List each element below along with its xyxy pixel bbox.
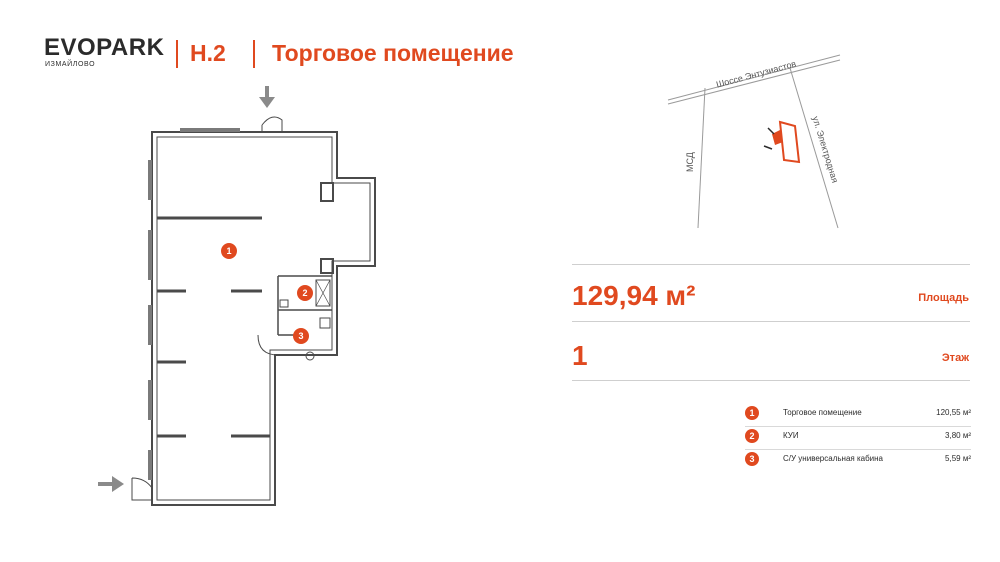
room-number-badge: 3 [745, 452, 759, 466]
entrance-arrow-icon [259, 86, 275, 108]
page-title: Торговое помещение [272, 40, 514, 66]
floor-plan: 1 2 3 [95, 85, 395, 520]
room-name: С/У универсальная кабина [783, 454, 883, 463]
list-item: 2 КУИ 3,80 м² [745, 427, 971, 450]
room-name: Торговое помещение [783, 408, 862, 417]
header-divider [253, 40, 255, 68]
divider [572, 264, 970, 265]
room-name: КУИ [783, 431, 799, 440]
room-number-badge: 2 [745, 429, 759, 443]
header-divider [176, 40, 178, 68]
divider [572, 321, 970, 322]
room-number-badge: 1 [745, 406, 759, 420]
location-map-drawing [667, 54, 841, 229]
floor-label: Этаж [941, 352, 969, 364]
room-area: 5,59 м² [945, 454, 971, 463]
location-map: Шоссе Энтузиастов МСД ул. Электродная [660, 40, 980, 245]
divider [572, 380, 970, 381]
list-item: 3 С/У универсальная кабина 5,59 м² [745, 450, 971, 472]
unit-code: Н.2 [190, 40, 226, 66]
area-label: Площадь [918, 292, 969, 304]
logo: EVOPARK ИЗМАЙЛОВО [44, 34, 164, 78]
room-marker-3: 3 [293, 328, 309, 344]
area-value: 129,94 м² [572, 280, 696, 311]
rooms-list: 1 Торговое помещение 120,55 м² 2 КУИ 3,8… [745, 404, 971, 472]
room-marker-2: 2 [297, 285, 313, 301]
street-label-left: МСД [685, 152, 695, 172]
room-area: 120,55 м² [936, 408, 971, 417]
floor-value: 1 [572, 340, 588, 371]
list-item: 1 Торговое помещение 120,55 м² [745, 404, 971, 427]
room-marker-1: 1 [221, 243, 237, 259]
floor-plan-drawing [98, 86, 376, 506]
logo-text: EVOPARK [44, 34, 165, 61]
room-area: 3,80 м² [945, 431, 971, 440]
logo-subtitle: ИЗМАЙЛОВО [45, 61, 96, 68]
